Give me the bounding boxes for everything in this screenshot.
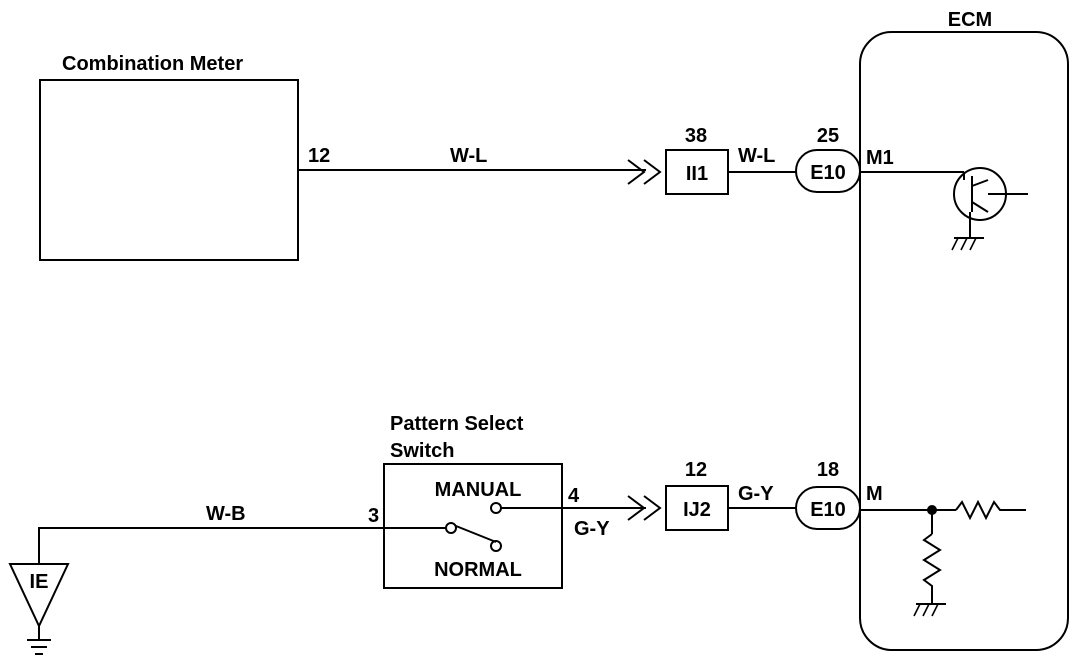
ground-top-hatch-1 <box>951 237 959 251</box>
ground-resistor-hatch-1 <box>913 603 921 617</box>
ecm-pin-m1: M1 <box>866 147 894 169</box>
resistor-vertical-icon <box>922 533 942 604</box>
switch-lever-icon <box>455 525 497 543</box>
pattern-switch-title-line1: Pattern Select <box>390 413 524 435</box>
pattern-switch-manual-label: MANUAL <box>435 479 522 501</box>
ecm-connector-top-id: E10 <box>810 162 846 184</box>
meter-pin-label: 12 <box>308 145 330 167</box>
transistor-emitter <box>971 201 989 213</box>
pattern-switch-normal-label: NORMAL <box>434 559 522 581</box>
ground-top-hatch-3 <box>969 237 977 251</box>
combination-meter-box <box>39 79 299 261</box>
connector-ii1-pin: 38 <box>685 125 707 147</box>
meter-title: Combination Meter <box>62 53 243 75</box>
connector-arrow-inner-icon-2 <box>643 495 662 521</box>
ecm-box <box>859 31 1069 651</box>
connector-ij2-id: IJ2 <box>683 499 711 521</box>
pattern-switch-pin-in: 3 <box>368 505 379 527</box>
wire-wl-label: W-L <box>450 145 487 167</box>
ground-point-id: IE <box>30 571 49 593</box>
pattern-switch-pin-out: 4 <box>568 485 580 507</box>
switch-pivot-contact <box>445 522 457 534</box>
connector-ij2-pin: 12 <box>685 459 707 481</box>
ecm-pin-m: M <box>866 483 883 505</box>
wire-gy-label: G-Y <box>574 518 610 540</box>
ecm-connector-bottom-pin: 18 <box>817 459 839 481</box>
transistor-collector <box>971 179 989 187</box>
ground-top-hatch-2 <box>960 237 968 251</box>
ecm-connector-bottom-id: E10 <box>810 499 846 521</box>
connector-arrow-inner-icon <box>643 159 662 185</box>
wire-gy-label-2: G-Y <box>738 483 774 505</box>
connector-ii1-id: II1 <box>686 163 708 185</box>
ground-resistor-hatch-3 <box>931 603 939 617</box>
connector-ij2-box <box>665 485 729 531</box>
pattern-switch-title-line2: Switch <box>390 440 454 462</box>
ecm-connector-top-pin: 25 <box>817 125 839 147</box>
switch-normal-contact <box>490 540 502 552</box>
wire-wl-label-2: W-L <box>738 145 775 167</box>
ground-resistor-hatch-2 <box>922 603 930 617</box>
resistor-horizontal-icon <box>955 499 1026 521</box>
ecm-title: ECM <box>948 9 992 31</box>
connector-arrow-outer-icon <box>627 159 646 185</box>
ecm-connector-bottom-oval <box>795 486 861 530</box>
wire-wb <box>38 527 384 564</box>
pattern-switch-box <box>383 463 563 589</box>
wire-wb-label: W-B <box>206 503 246 525</box>
connector-arrow-outer-icon-2 <box>627 495 646 521</box>
